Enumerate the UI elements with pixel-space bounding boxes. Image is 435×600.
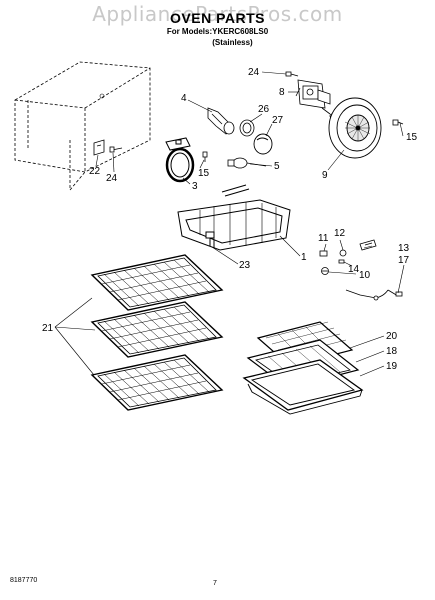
callout-23: 23 bbox=[239, 260, 251, 271]
callout-5: 5 bbox=[274, 161, 280, 172]
callout-1: 1 bbox=[301, 252, 307, 263]
part-21-rack-top bbox=[90, 254, 224, 311]
callout-10: 10 bbox=[359, 270, 371, 281]
callout-3: 3 bbox=[192, 181, 198, 192]
part-1-bake-element bbox=[177, 184, 291, 251]
callout-20: 20 bbox=[386, 331, 398, 342]
part-24-screw-left bbox=[109, 146, 123, 153]
part-3-mounting-ring bbox=[165, 137, 195, 183]
page-title: OVEN PARTS bbox=[170, 10, 265, 26]
part-11-clip bbox=[319, 250, 328, 257]
part-24-screw-top bbox=[285, 71, 299, 77]
callout-11: 11 bbox=[318, 233, 329, 244]
callout-14: 14 bbox=[348, 264, 360, 275]
callout-21: 21 bbox=[42, 323, 54, 334]
part-8-convection-motor bbox=[295, 79, 335, 119]
finish-subtitle: (Stainless) bbox=[212, 38, 253, 47]
callout-15-right: 15 bbox=[406, 132, 418, 143]
watermark: AppliancePartsPros.com bbox=[92, 2, 343, 26]
part-10-screw bbox=[321, 267, 329, 275]
callout-12: 12 bbox=[334, 228, 346, 239]
document-number: 8187770 bbox=[10, 577, 38, 584]
callout-24-top: 24 bbox=[248, 67, 260, 78]
part-9-fan-cover bbox=[328, 97, 382, 159]
part-19-broiler-pan bbox=[242, 359, 364, 415]
part-14-pin bbox=[338, 259, 345, 264]
callout-15-center: 15 bbox=[198, 168, 210, 179]
part-15-screw-center bbox=[202, 151, 208, 162]
callout-labels: 4 26 27 5 24 8 9 15 15 3 22 24 1 23 11 1… bbox=[42, 67, 418, 372]
part-17-temperature-sensor bbox=[345, 289, 403, 301]
callout-26: 26 bbox=[258, 104, 270, 115]
callout-24-left: 24 bbox=[106, 173, 118, 184]
callout-4: 4 bbox=[181, 93, 187, 104]
page-number: 7 bbox=[213, 580, 217, 587]
callout-9: 9 bbox=[322, 170, 328, 181]
part-21-rack-bottom bbox=[90, 354, 224, 411]
part-13-bracket bbox=[359, 239, 377, 251]
part-26-gasket bbox=[239, 119, 255, 137]
model-subtitle: For Models:YKERC608LS0 bbox=[166, 27, 269, 36]
oven-cavity-outline bbox=[14, 61, 151, 191]
part-27-lens bbox=[253, 133, 273, 155]
callout-19: 19 bbox=[386, 361, 398, 372]
callout-8: 8 bbox=[279, 87, 285, 98]
part-22-bracket bbox=[93, 139, 105, 156]
cavity-port-hole bbox=[99, 93, 105, 99]
part-15-screw-right bbox=[392, 119, 404, 126]
callout-18: 18 bbox=[386, 346, 398, 357]
leader-lines bbox=[54, 71, 405, 377]
callout-27: 27 bbox=[272, 115, 284, 126]
callout-13: 13 bbox=[398, 243, 410, 254]
callout-17: 17 bbox=[398, 255, 410, 266]
callout-22: 22 bbox=[89, 166, 101, 177]
part-21-rack-middle bbox=[90, 301, 224, 358]
part-5-bulb bbox=[227, 157, 267, 169]
part-4-lamp-socket bbox=[207, 107, 235, 135]
part-12-nut bbox=[339, 249, 347, 257]
